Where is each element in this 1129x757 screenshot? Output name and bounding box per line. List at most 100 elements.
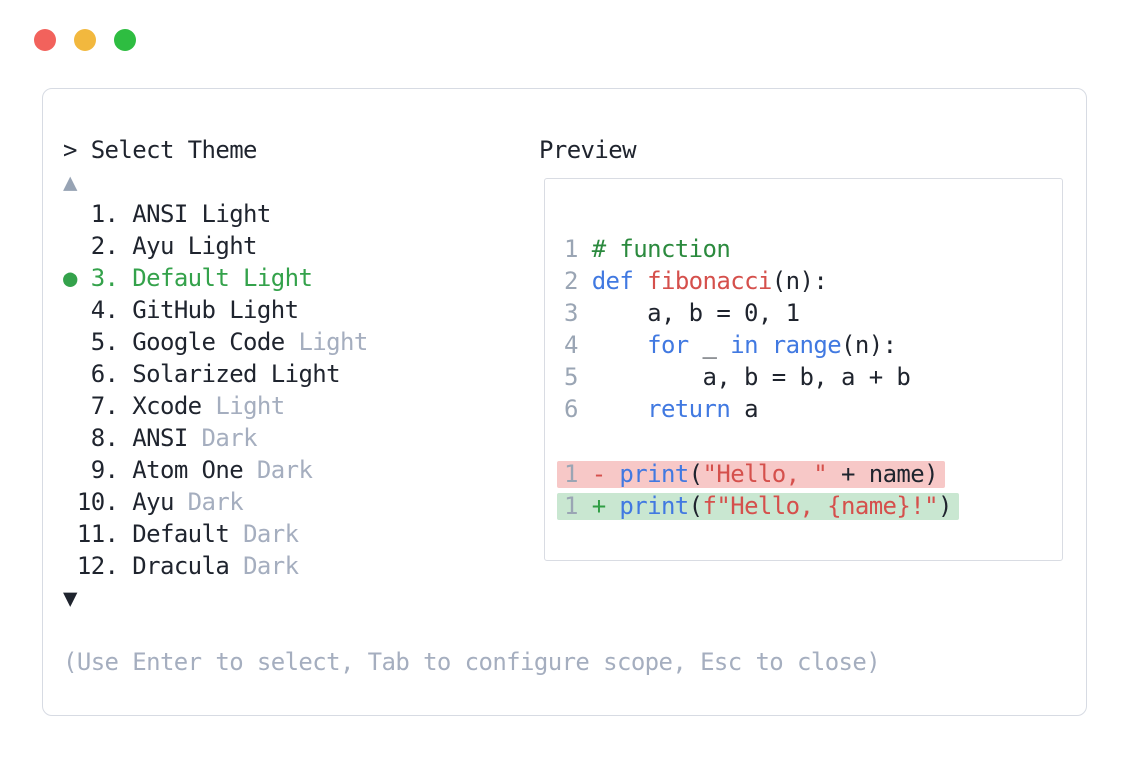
bullet-spacer: [63, 328, 77, 356]
theme-item-variant: Dark: [173, 488, 244, 516]
code-token: return: [647, 395, 731, 423]
code-token: f"Hello, {name}!": [702, 491, 939, 520]
code-line: 1 # function: [564, 233, 1062, 265]
close-button[interactable]: [34, 29, 56, 51]
theme-item-variant: Dark: [229, 520, 299, 548]
zoom-button[interactable]: [114, 29, 136, 51]
theme-item-4[interactable]: 4. GitHub Light: [63, 294, 880, 326]
help-text: (Use Enter to select, Tab to configure s…: [63, 648, 881, 676]
scroll-up-icon[interactable]: ▲: [63, 168, 77, 196]
line-number: 6: [564, 395, 592, 423]
code-token: a, b = b, a + b: [591, 363, 911, 391]
select-theme-prompt: > Select Theme: [63, 136, 257, 164]
bullet-spacer: [63, 552, 77, 580]
window-controls: [34, 29, 136, 51]
theme-item-number: 3.: [76, 264, 133, 292]
selected-dot-icon: ●: [63, 264, 77, 292]
theme-item-number: 4.: [76, 296, 133, 324]
diff-sign: +: [591, 491, 620, 520]
theme-item-1[interactable]: 1. ANSI Light: [63, 198, 880, 230]
theme-item-name: Google Code: [132, 328, 285, 356]
diff-highlight: 1 + print(f"Hello, {name}!"): [557, 491, 959, 520]
code-line: 5 a, b = b, a + b: [564, 361, 1062, 393]
minimize-button[interactable]: [74, 29, 96, 51]
line-number: 1: [564, 459, 592, 488]
code-token: _: [688, 331, 731, 359]
code-token: (: [688, 491, 703, 520]
preview-label: Preview: [539, 136, 637, 164]
code-token: for: [647, 331, 689, 359]
code-token: (n):: [841, 331, 897, 359]
theme-item-number: 9.: [76, 456, 133, 484]
bullet-spacer: [63, 232, 77, 260]
line-number: 5: [564, 363, 592, 391]
theme-item-7[interactable]: 7. Xcode Light: [63, 390, 880, 422]
code-token: [758, 331, 772, 359]
theme-item-number: 8.: [76, 424, 133, 452]
theme-item-name: GitHub Light: [132, 296, 299, 324]
theme-item-name: Ayu Light: [132, 232, 257, 260]
scroll-down-icon[interactable]: ▼: [63, 584, 77, 612]
code-token: print: [619, 491, 689, 520]
theme-list-column: > Select Theme ▲ 1. ANSI Light 2. Ayu Li…: [63, 134, 881, 678]
code-line: 2 def fibonacci(n):: [564, 265, 1062, 297]
theme-item-name: Dracula: [132, 552, 230, 580]
theme-item-number: 10.: [76, 488, 133, 516]
theme-item-variant: Light: [284, 328, 368, 356]
theme-item-variant: Dark: [243, 456, 313, 484]
code-token: print: [619, 459, 689, 488]
code-token: [592, 395, 647, 423]
line-number: 1: [564, 235, 592, 263]
theme-item-11[interactable]: 11. Default Dark: [63, 518, 880, 550]
line-number: 2: [564, 267, 592, 295]
bullet-spacer: [63, 296, 77, 324]
theme-item-variant: Dark: [229, 552, 299, 580]
theme-item-name: Solarized Light: [132, 360, 341, 388]
code-token: a, b = 0, 1: [591, 299, 800, 327]
theme-item-2[interactable]: 2. Ayu Light: [63, 230, 880, 262]
theme-item-3[interactable]: ● 3. Default Light: [63, 262, 880, 294]
theme-selector-panel: > Select Theme ▲ 1. ANSI Light 2. Ayu Li…: [42, 88, 1087, 716]
line-number: 4: [564, 331, 592, 359]
theme-item-5[interactable]: 5. Google Code Light: [63, 326, 880, 358]
theme-item-number: 2.: [76, 232, 133, 260]
theme-item-number: 7.: [76, 392, 133, 420]
bullet-spacer: [63, 456, 77, 484]
blank-line: [564, 425, 1062, 457]
code-token: [633, 267, 647, 295]
code-token: (: [688, 459, 703, 488]
line-number: 1: [564, 491, 592, 520]
theme-item-number: 5.: [76, 328, 133, 356]
line-number: 3: [564, 299, 592, 327]
bullet-spacer: [63, 360, 77, 388]
theme-item-name: Default Light: [132, 264, 313, 292]
code-token: + name): [827, 459, 939, 488]
bullet-spacer: [63, 392, 77, 420]
theme-item-8[interactable]: 8. ANSI Dark: [63, 422, 880, 454]
diff-line-added: 1 + print(f"Hello, {name}!"): [557, 489, 1062, 521]
theme-item-number: 12.: [76, 552, 133, 580]
bullet-spacer: [63, 520, 77, 548]
code-token: def: [591, 267, 634, 295]
theme-item-number: 6.: [76, 360, 133, 388]
theme-item-variant: Light: [201, 392, 285, 420]
theme-item-6[interactable]: 6. Solarized Light: [63, 358, 880, 390]
theme-item-name: Xcode: [132, 392, 202, 420]
code-line: 4 for _ in range(n):: [564, 329, 1062, 361]
theme-item-name: ANSI: [132, 424, 188, 452]
code-token: a: [730, 395, 758, 423]
theme-item-9[interactable]: 9. Atom One Dark: [63, 454, 880, 486]
code-token: "Hello, ": [702, 459, 828, 488]
theme-item-10[interactable]: 10. Ayu Dark: [63, 486, 880, 518]
theme-list: 1. ANSI Light 2. Ayu Light● 3. Default L…: [63, 198, 880, 582]
code-line: 3 a, b = 0, 1: [564, 297, 1062, 329]
theme-item-12[interactable]: 12. Dracula Dark: [63, 550, 880, 582]
theme-item-variant: Dark: [187, 424, 258, 452]
diff-sign: -: [591, 459, 620, 488]
code-token: (n):: [771, 267, 828, 295]
theme-item-number: 1.: [76, 200, 133, 228]
code-line: 6 return a: [564, 393, 1062, 425]
diff-highlight: 1 - print("Hello, " + name): [557, 459, 945, 488]
